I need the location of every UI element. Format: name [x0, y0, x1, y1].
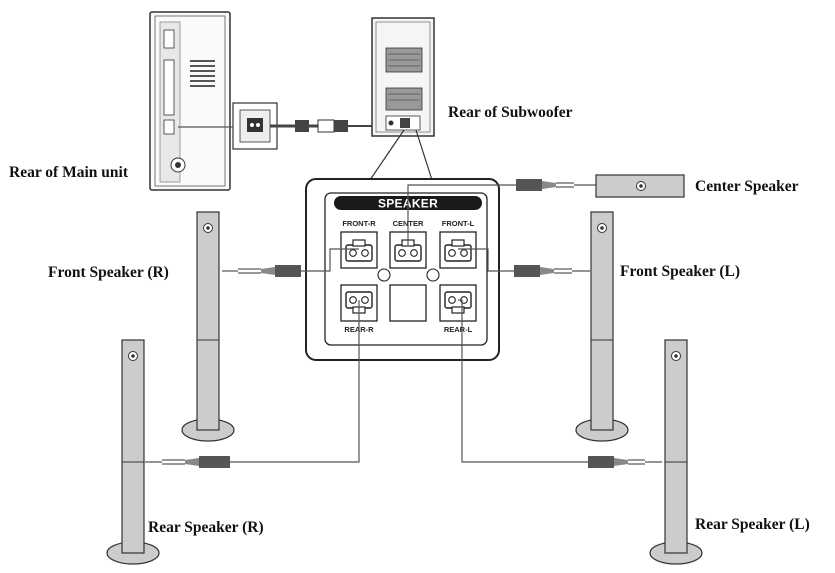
front-speaker-r [181, 211, 235, 442]
panel-hole-right [426, 268, 440, 282]
port-label-front-r: FRONT-R [342, 219, 376, 228]
subwoofer [371, 17, 435, 137]
terminal-rear-l [439, 284, 477, 322]
label-rear-subwoofer: Rear of Subwoofer [448, 104, 573, 121]
label-front-speaker-r: Front Speaker (R) [48, 264, 169, 281]
rear-speaker-l [649, 339, 703, 565]
wire-rear-l [458, 299, 662, 468]
front-speaker-l [575, 211, 629, 442]
wire-front-l [458, 248, 590, 277]
wire-rear-r [145, 300, 360, 468]
label-rear-speaker-l: Rear Speaker (L) [695, 516, 810, 533]
label-rear-main-unit: Rear of Main unit [9, 164, 129, 181]
terminal-front-r [340, 231, 378, 269]
system-cable [178, 119, 390, 133]
center-speaker [595, 174, 685, 198]
label-center-speaker: Center Speaker [695, 178, 799, 195]
label-front-speaker-l: Front Speaker (L) [620, 263, 740, 280]
port-label-front-l: FRONT-L [442, 219, 475, 228]
terminal-front-l [439, 231, 477, 269]
panel-hole-left [377, 268, 391, 282]
speaker-terminal-panel: SPEAKER FRONT-R CENTER FRONT-L [305, 129, 500, 361]
rear-speaker-r [106, 339, 160, 565]
wire-front-r [222, 248, 359, 277]
panel-blank-slot [389, 284, 427, 322]
wire-center [407, 179, 596, 245]
main-unit [149, 11, 231, 191]
label-rear-speaker-r: Rear Speaker (R) [148, 519, 264, 536]
port-label-rear-l: REAR-L [444, 325, 473, 334]
